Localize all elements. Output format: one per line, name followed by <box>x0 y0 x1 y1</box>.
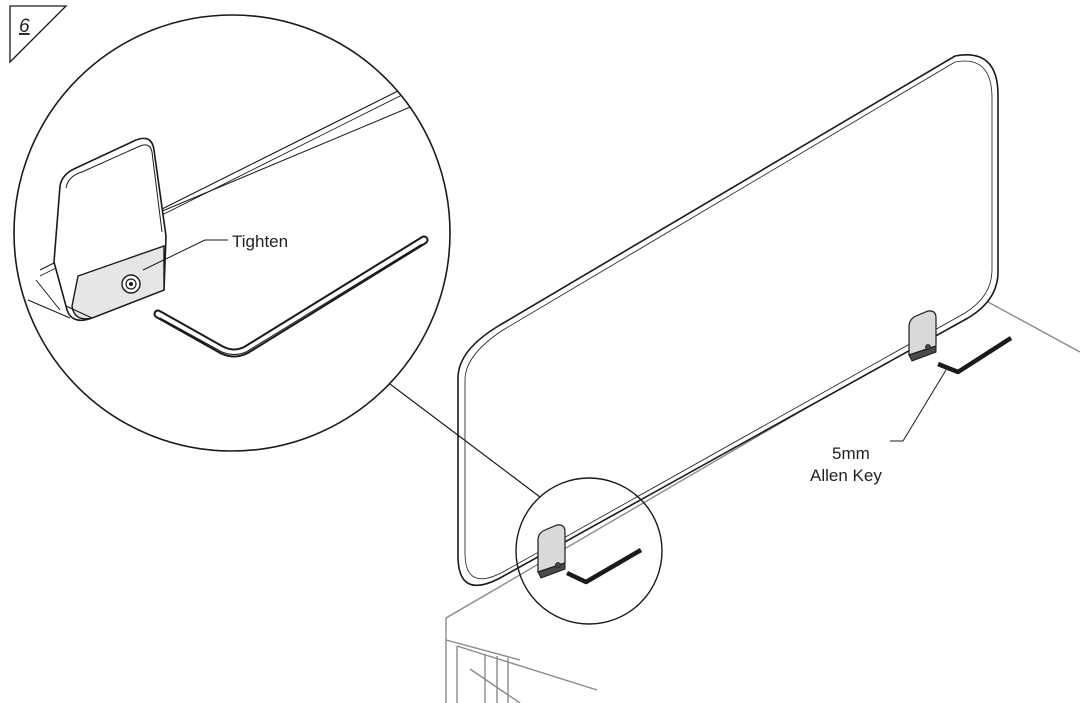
allen-key-size-label: 5mm <box>832 444 870 463</box>
screw-icon <box>555 562 561 568</box>
step-badge: 6 <box>9 5 68 64</box>
tighten-callout: Tighten <box>142 232 288 271</box>
screen-bracket-icon <box>537 524 566 579</box>
magnified-detail <box>13 14 451 452</box>
step-number: 6 <box>19 16 30 37</box>
allen-key-icon <box>566 548 643 585</box>
tighten-label: Tighten <box>232 232 288 251</box>
screen-bracket-icon <box>53 137 167 322</box>
allen-key-name-label: Allen Key <box>810 466 882 485</box>
screw-icon <box>925 344 931 350</box>
detail-source-circle <box>515 477 663 625</box>
allen-key-icon <box>937 336 1013 375</box>
screen-panel <box>457 54 999 587</box>
allen-key-icon <box>153 235 429 358</box>
screen-bracket-icon <box>908 310 937 362</box>
allen-key-callout: 5mm Allen Key <box>810 369 947 485</box>
detail-connector-line <box>381 377 541 498</box>
step-number-triangle-icon <box>9 5 68 64</box>
